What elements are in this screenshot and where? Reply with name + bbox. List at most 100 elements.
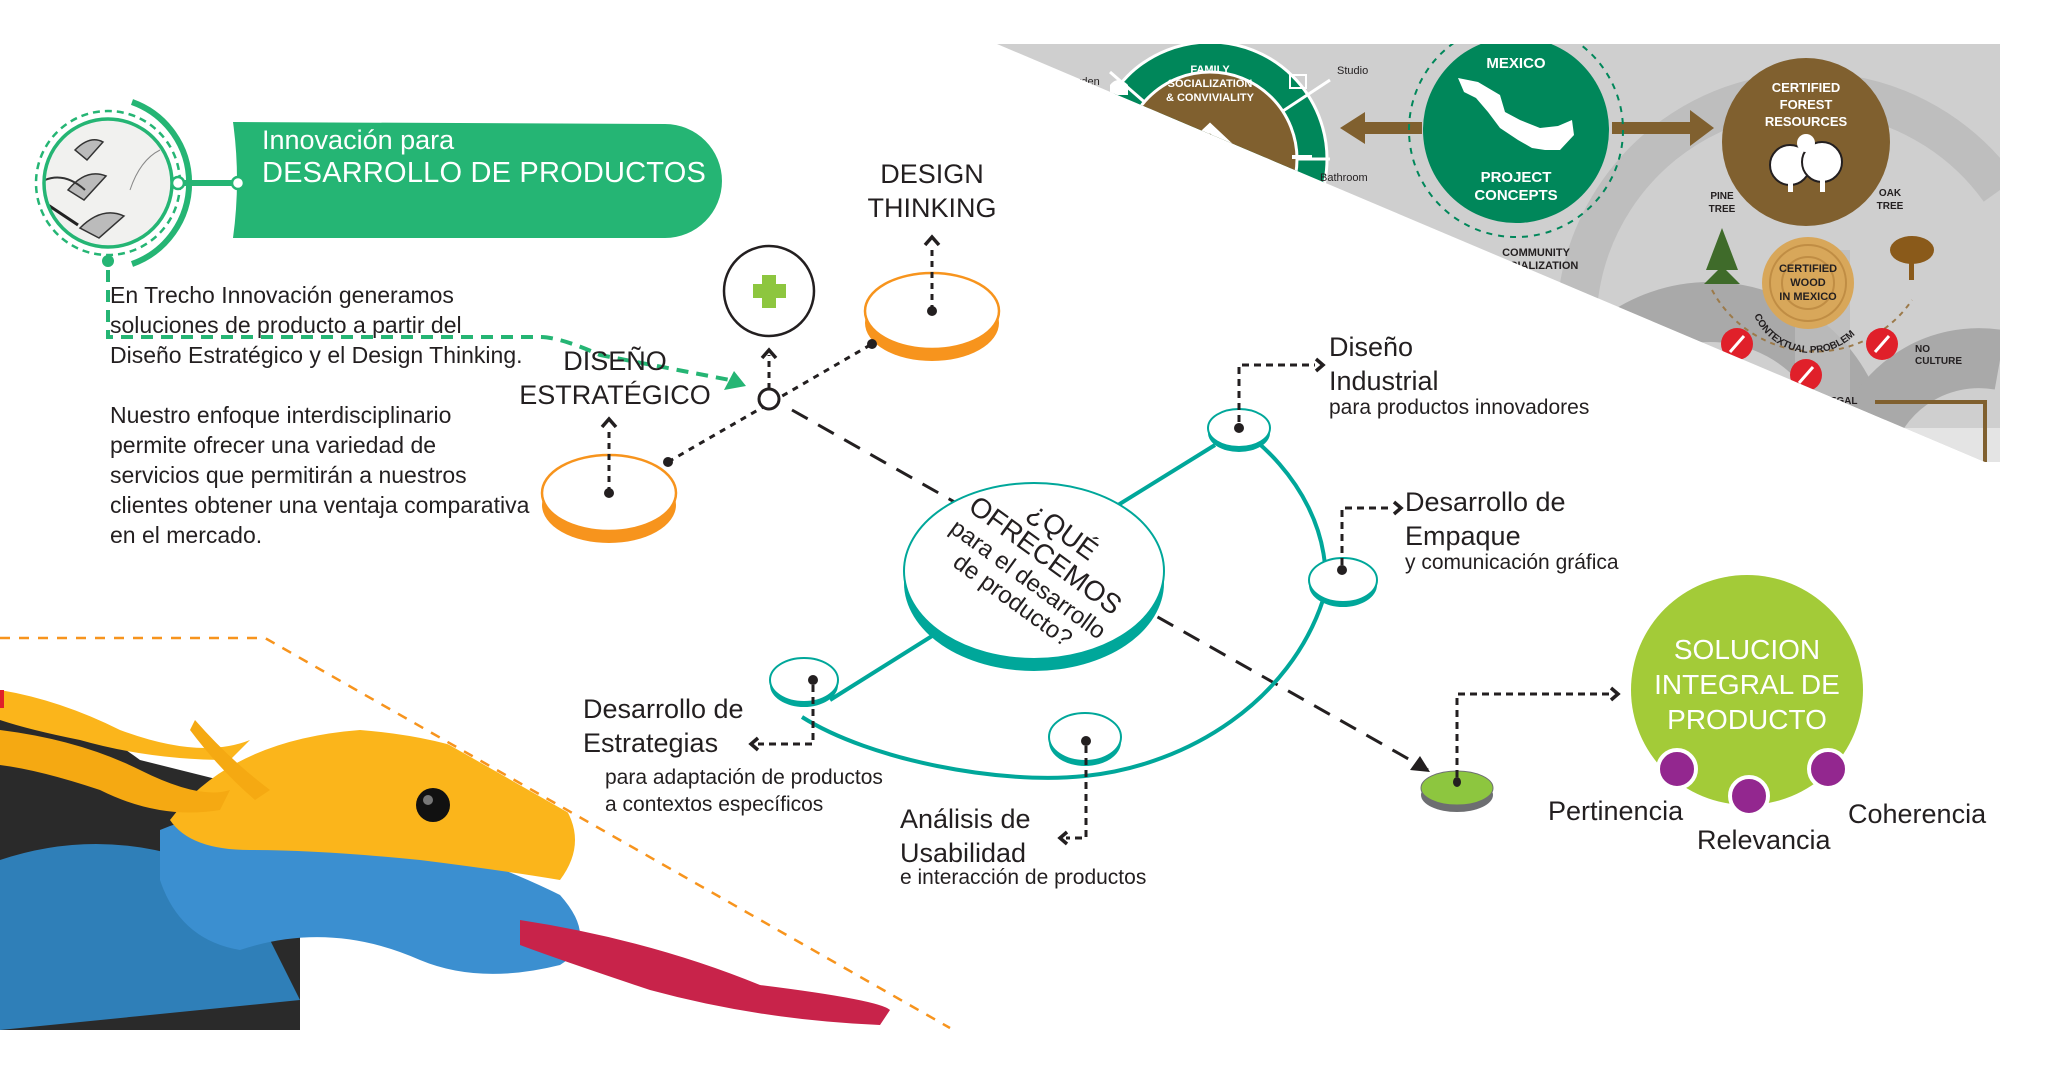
value-dot-coherencia: [1807, 748, 1849, 790]
forest-label-3: RESOURCES: [1765, 114, 1848, 129]
no-sensibilization-label-1: NO: [1645, 344, 1660, 355]
green-flow-line: [106, 270, 731, 382]
watering-can-icon: [1110, 80, 1128, 95]
chevron-left-icon: [1057, 830, 1069, 846]
service-estrategias: Desarrollo de Estrategias para adaptació…: [583, 692, 883, 818]
family-people-icon: [1190, 154, 1231, 195]
service-industrial-subtitle: para productos innovadores: [1329, 396, 1590, 419]
usabilidad-connector: [1066, 746, 1088, 840]
red-edge-mark: [0, 690, 4, 708]
family-label-1: FAMILY: [1190, 64, 1230, 76]
service-empaque-title-1: Desarrollo de: [1405, 487, 1566, 517]
wood-label-2: WOOD: [1790, 277, 1825, 289]
service-estrategias-title-1: Desarrollo de: [583, 694, 744, 724]
reference-infographic: FAMILY SOCIALIZATION & CONVIVIALITY Gard…: [997, 44, 2000, 462]
chevron-right-icon: [1609, 686, 1621, 702]
spoke-line: [1108, 443, 1217, 512]
decor-bracket: [1875, 400, 1987, 462]
service-usabilidad-title-2: Usabilidad: [900, 838, 1027, 868]
creature-eye: [416, 788, 450, 822]
banner-line-1: Innovación para: [262, 125, 455, 155]
community-planting-icon: [1506, 290, 1564, 333]
service-usabilidad: Análisis de Usabilidad e interacción de …: [900, 802, 1146, 891]
axis-end-dot: [663, 457, 673, 467]
outcome-connector: [1455, 692, 1612, 777]
arrow-right-icon: [1612, 110, 1714, 146]
spoke-line: [828, 634, 934, 702]
solution-line-3: PRODUCTO: [1667, 704, 1827, 735]
creature-jaw: [160, 812, 580, 974]
diseno-estrategico-disc: [540, 453, 678, 543]
service-estrategias-subtitle-2: a contextos específicos: [605, 793, 824, 816]
center-question-disc: [903, 482, 1165, 671]
outcome-disc: [1420, 770, 1494, 812]
wood-node: CERTIFIED WOOD IN MEXICO: [1762, 237, 1854, 329]
no-culture-label-1: NO: [1915, 344, 1930, 355]
service-usabilidad-title-1: Análisis de: [900, 804, 1031, 834]
design-thinking-line-1: DESIGN: [880, 159, 984, 189]
title-banner: [233, 122, 722, 238]
service-node-estrategias[interactable]: [769, 657, 839, 707]
family-label-3: & CONVIVIALITY: [1166, 92, 1255, 104]
service-industrial-title-1: Diseño: [1329, 332, 1414, 362]
oak-label-2: TREE: [1877, 201, 1904, 212]
sketch-circle: [34, 99, 193, 267]
solution-line-1: SOLUCION: [1673, 634, 1821, 665]
disloyal-label-2: MARKET: [1787, 409, 1830, 420]
no-sensibilization-label-2: SENSIBILIZATION: [1645, 356, 1730, 367]
design-thinking-line-2: THINKING: [867, 193, 997, 223]
wood-label-3: IN MEXICO: [1779, 291, 1837, 303]
service-industrial-title-2: Industrial: [1329, 366, 1439, 396]
axe-icon-bottom: [1790, 359, 1822, 391]
mexico-node: MEXICO PROJECT CONCEPTS: [1408, 44, 1624, 238]
service-node-empaque[interactable]: [1308, 557, 1378, 607]
mexico-label: MEXICO: [1486, 55, 1546, 72]
oak-label-1: OAK: [1879, 188, 1902, 199]
community-label-1: COMMUNITY: [1502, 247, 1570, 259]
room-garden: Garden: [1063, 76, 1100, 88]
value-dot-relevancia: [1728, 775, 1770, 817]
plus-node: [722, 244, 816, 338]
service-empaque: Desarrollo de Empaque y comunicación grá…: [1405, 485, 1619, 576]
chevron-up-icon: [600, 416, 618, 429]
diseno-estrategico-line-1: DISEÑO: [563, 346, 667, 376]
intro-paragraph-2: Nuestro enfoque interdisciplinario permi…: [110, 402, 530, 548]
service-node-usabilidad[interactable]: [1048, 712, 1122, 766]
forest-label-1: CERTIFIED: [1772, 80, 1841, 95]
solution-node: [1631, 575, 1863, 805]
service-estrategias-title-2: Estrategias: [583, 728, 719, 758]
method-axis-line: [667, 342, 873, 464]
family-label-2: SOCIALIZATION: [1168, 78, 1253, 90]
value-pertinencia: Pertinencia: [1548, 796, 1684, 826]
decor-green-dot: [1892, 450, 1952, 462]
forest-node: CERTIFIED FOREST RESOURCES: [1722, 58, 1890, 226]
value-dot-pertinencia: [1656, 748, 1698, 790]
flow-arrow-icon: [1410, 756, 1430, 772]
creature-crest: [190, 720, 270, 800]
diseno-estrategico-label: DISEÑO ESTRATÉGICO: [500, 344, 730, 412]
wood-label-1: CERTIFIED: [1779, 263, 1837, 275]
creature-illustration: [0, 690, 890, 1030]
monitor-icon: [1289, 74, 1307, 89]
design-thinking-label: DESIGN THINKING: [842, 157, 1022, 225]
axis-end-dot: [867, 339, 877, 349]
chevron-right-icon: [1314, 357, 1326, 373]
room-studio: Studio: [1337, 65, 1368, 77]
service-usabilidad-subtitle: e interacción de productos: [900, 866, 1147, 889]
service-estrategias-subtitle-1: para adaptación de productos: [605, 766, 883, 789]
intro-text: En Trecho Innovación generamos solucione…: [110, 280, 530, 580]
banner-line-2: DESARROLLO DE PRODUCTOS: [262, 157, 706, 189]
concepts-label: CONCEPTS: [1474, 187, 1557, 204]
arrow-left-icon: [1340, 112, 1422, 144]
project-label: PROJECT: [1481, 169, 1552, 186]
chevron-up-icon: [923, 234, 941, 247]
pine-tree-icon: [1704, 228, 1740, 284]
mexico-map-icon: [1458, 78, 1574, 150]
green-arrow-icon: [724, 371, 746, 390]
contextual-arc: [1711, 289, 1913, 353]
decor-strip: [997, 428, 2000, 462]
service-node-industrial[interactable]: [1207, 408, 1271, 452]
forest-label-2: FOREST: [1780, 97, 1833, 112]
chevron-up-icon: [760, 347, 778, 360]
